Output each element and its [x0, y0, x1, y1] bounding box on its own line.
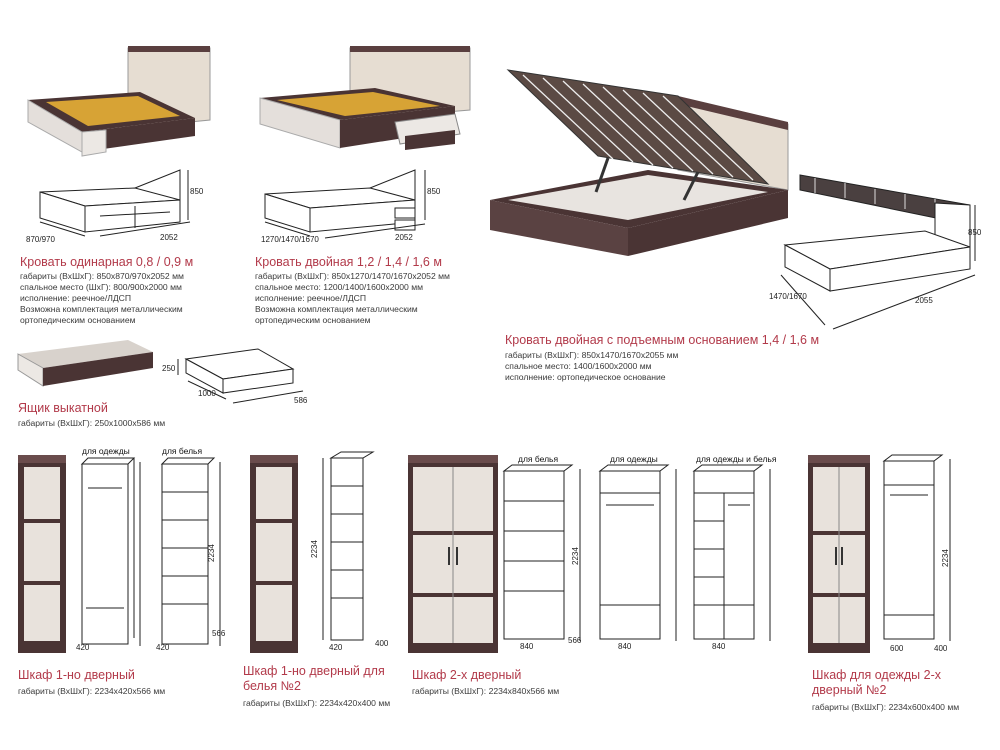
drawer-specs: габариты (ВхШхГ): 250х1000х586 мм [18, 418, 166, 428]
bed-double-drawing: 850 2052 1270/1470/1670 [261, 169, 441, 244]
wardrobe-1door-render [18, 455, 66, 653]
bed-lift-height-label: 850 [968, 228, 982, 237]
bed-lift-specs: габариты (ВхШхГ): 850х1470/1670х2055 мм … [505, 350, 679, 382]
wardrobe-1door-linen2-title: Шкаф 1-но дверный для белья №2 [243, 664, 385, 693]
wardrobe-2door-caption-linen: для белья [518, 454, 559, 464]
wardrobe-2door-linen-drawing: 2234 840 566 [502, 464, 582, 651]
wardrobe-2door-clothes2-title: Шкаф для одежды 2-х дверный №2 [812, 668, 941, 697]
wardrobe-1door-linen2-height-label: 2234 [310, 540, 319, 558]
wardrobe-2door-clothes2-depth-label: 400 [934, 644, 948, 653]
drawer-height-label: 250 [162, 364, 176, 373]
bed-single-width-label: 870/970 [26, 235, 55, 244]
bed-lift-length-label: 2055 [915, 296, 933, 305]
drawer-depth-label: 586 [294, 396, 308, 405]
bed-single-drawing: 850 2052 870/970 [26, 169, 204, 244]
wardrobe-2door-mixed-drawing: 840 [692, 464, 771, 651]
bed-lift-render [490, 69, 789, 256]
bed-single-specs: габариты (ВхШхГ): 850х870/970х2052 мм сп… [20, 271, 184, 325]
wardrobe-2door-clothes2-render [808, 455, 870, 653]
bed-single-title: Кровать одинарная 0,8 / 0,9 м [20, 255, 194, 269]
wardrobe-1door-depth-label: 566 [212, 629, 226, 638]
wardrobe-2door-clothes-width-label: 840 [618, 642, 632, 651]
wardrobe-2door-width-label: 840 [520, 642, 534, 651]
wardrobe-2door-clothes2-height-label: 2234 [941, 549, 950, 567]
wardrobe-1door-linen2-width-label: 420 [329, 643, 343, 652]
drawer-render [17, 340, 153, 387]
wardrobe-2door-clothes2-drawing: 2234 600 400 [882, 454, 951, 653]
wardrobe-1door-title: Шкаф 1-но дверный [18, 668, 135, 682]
bed-double-title: Кровать двойная 1,2 / 1,4 / 1,6 м [255, 255, 442, 269]
wardrobe-2door-clothes2-specs: габариты (ВхШхГ): 2234х600х400 мм [812, 702, 960, 712]
wardrobe-1door-linen2-drawing: 2234 420 400 [310, 451, 389, 652]
bed-single-height-label: 850 [190, 187, 204, 196]
wardrobe-2door-caption-clothes-linen: для одежды и белья [696, 454, 777, 464]
bed-lift-title: Кровать двойная с подъемным основанием 1… [505, 333, 820, 347]
wardrobe-1door-linen2-specs: габариты (ВхШхГ): 2234х420х400 мм [243, 698, 391, 708]
bed-double-width-label: 1270/1470/1670 [261, 235, 319, 244]
bed-double-length-label: 2052 [395, 233, 413, 242]
wardrobe-1door-height-label: 2234 [207, 544, 216, 562]
bed-double-specs: габариты (ВхШхГ): 850х1270/1470/1670х205… [255, 271, 450, 325]
drawer-title: Ящик выкатной [18, 401, 108, 415]
wardrobe-1door-caption-linen: для белья [162, 446, 203, 456]
drawer-drawing: 250 1000 586 [162, 348, 308, 405]
wardrobe-2door-caption-clothes: для одежды [610, 454, 658, 464]
bed-lift-drawing: 850 2055 1470/1670 [769, 174, 982, 330]
wardrobe-1door-linen-width-label: 420 [156, 643, 170, 652]
wardrobe-1door-clothes-drawing: 420 [76, 457, 141, 652]
bed-single-length-label: 2052 [160, 233, 178, 242]
wardrobe-1door-width-label: 420 [76, 643, 90, 652]
wardrobe-1door-linen2-render [250, 455, 298, 653]
wardrobe-2door-title: Шкаф 2-х дверный [412, 668, 522, 682]
wardrobe-2door-clothes2-width-label: 600 [890, 644, 904, 653]
drawer-width-label: 1000 [198, 389, 216, 398]
wardrobe-1door-caption-clothes: для одежды [82, 446, 130, 456]
wardrobe-2door-clothes-drawing: 840 [598, 464, 677, 651]
wardrobe-1door-specs: габариты (ВхШхГ): 2234х420х566 мм [18, 686, 166, 696]
bed-single-render [27, 46, 211, 157]
wardrobe-2door-render [408, 455, 498, 653]
wardrobe-2door-depth-label: 566 [568, 636, 582, 645]
wardrobe-1door-linen-drawing: 2234 420 566 [156, 457, 226, 652]
bed-double-render [259, 46, 471, 150]
wardrobe-1door-linen2-depth-label: 400 [375, 639, 389, 648]
wardrobe-2door-mixed-width-label: 840 [712, 642, 726, 651]
wardrobe-2door-height-label: 2234 [571, 547, 580, 565]
bed-double-height-label: 850 [427, 187, 441, 196]
bed-lift-width-label: 1470/1670 [769, 292, 807, 301]
wardrobe-2door-specs: габариты (ВхШхГ): 2234х840х566 мм [412, 686, 560, 696]
